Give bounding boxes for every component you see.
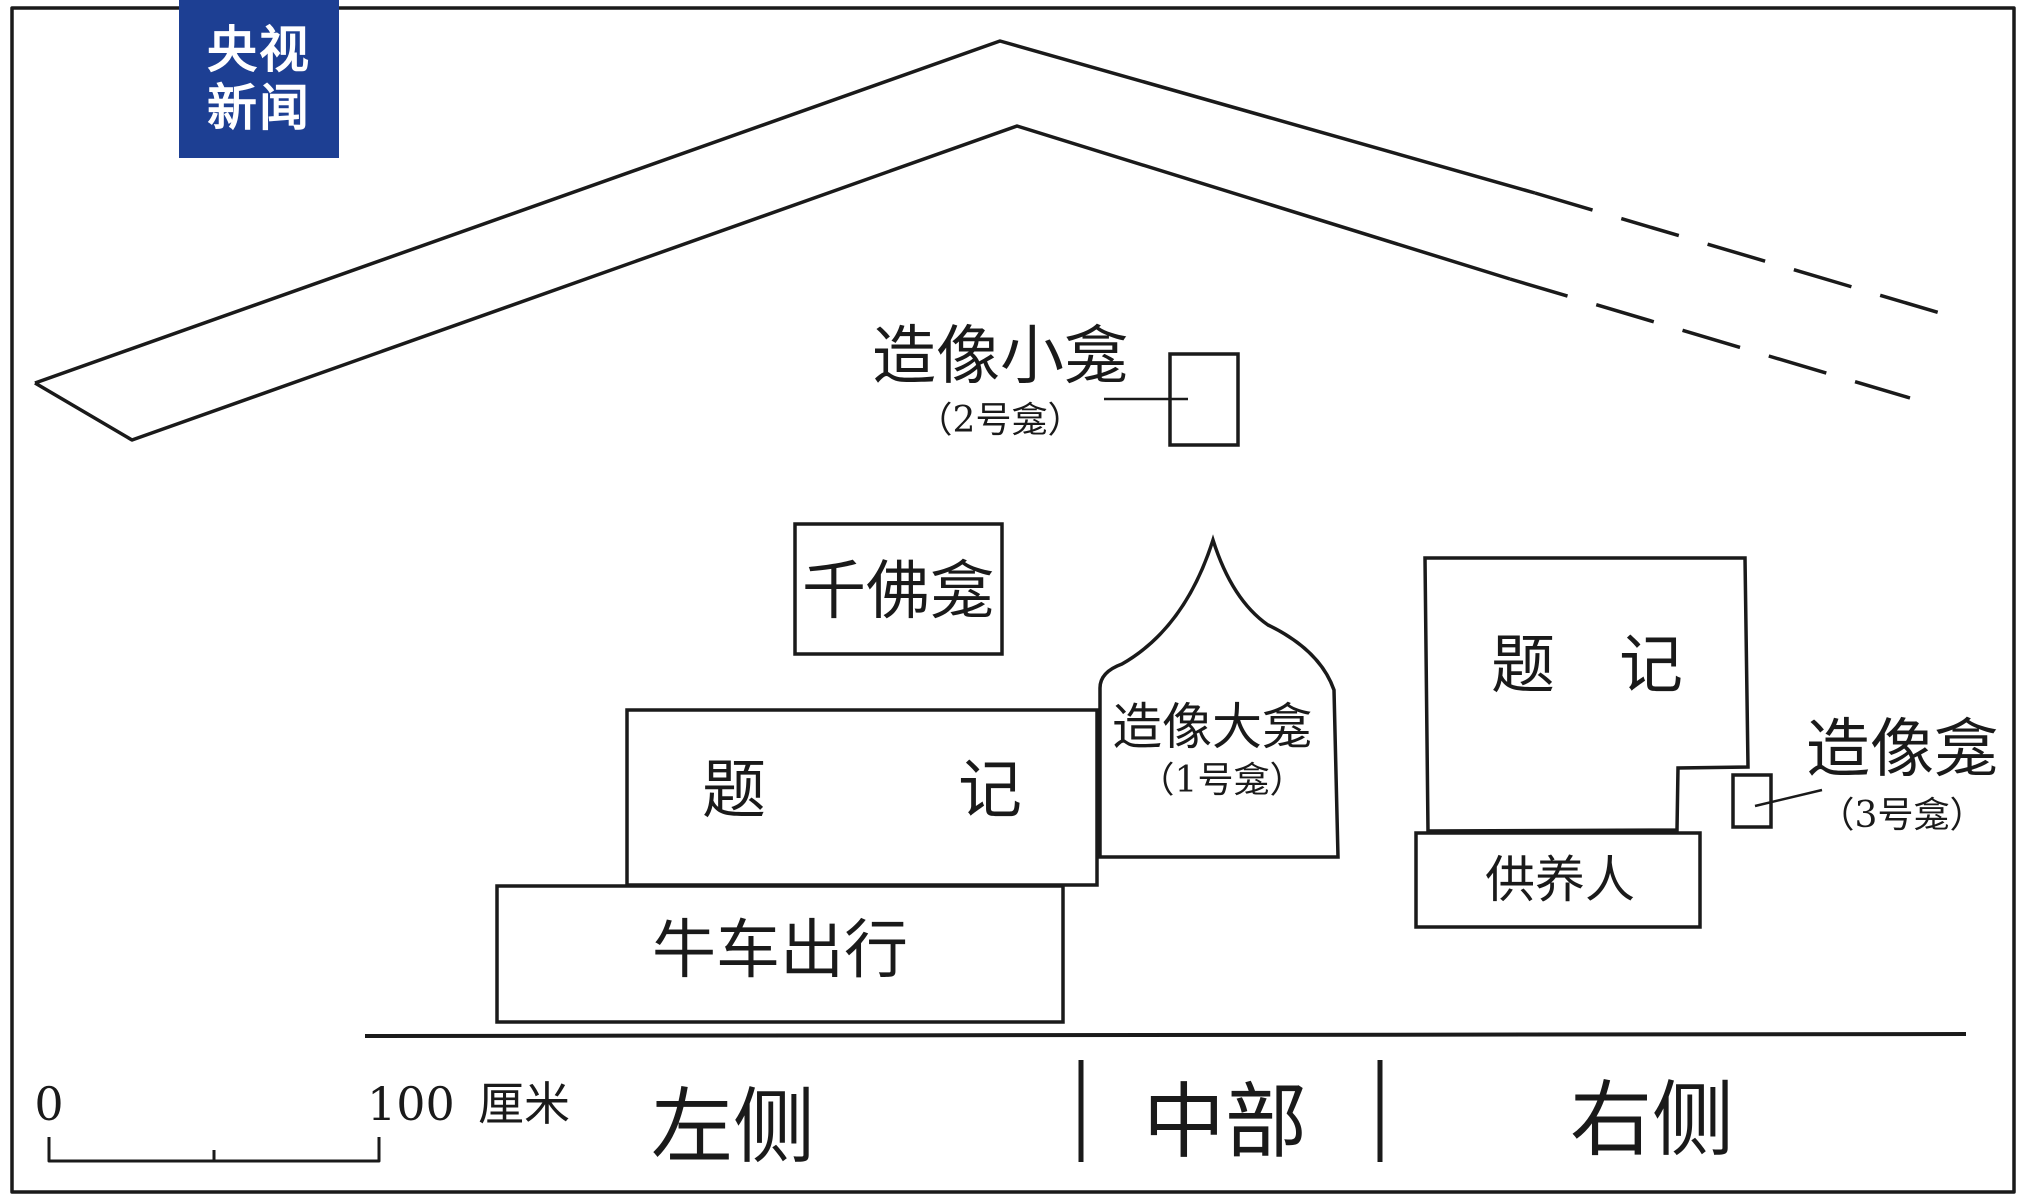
inscription-right-label: 题 记 xyxy=(1491,629,1683,703)
niche-3-number: （3号龛） xyxy=(1819,795,1986,836)
niche-3-label: 造像龛 xyxy=(1806,713,1998,787)
roof-inner-line xyxy=(34,124,1511,442)
scale-unit-label: 厘米 xyxy=(478,1077,570,1131)
roof-outer-line xyxy=(34,39,1536,385)
thousand-buddha-label: 千佛龛 xyxy=(802,555,994,629)
donor-label: 供养人 xyxy=(1485,851,1635,909)
scale-zero-label: 0 xyxy=(34,1077,63,1131)
small-niche-label: 造像小龛 xyxy=(872,320,1128,394)
cctv-news-logo: 央视 新闻 xyxy=(179,0,339,158)
big-niche-1-shape xyxy=(1098,534,1340,859)
donor-box xyxy=(1414,831,1702,929)
big-niche-number: （1号龛） xyxy=(1139,760,1306,801)
scale-hundred-label: 100 xyxy=(367,1077,455,1131)
logo-line-1: 央视 xyxy=(207,21,311,79)
inscription-left-box xyxy=(625,708,1099,887)
ox-cart-box xyxy=(495,884,1065,1024)
ox-cart-label: 牛车出行 xyxy=(652,914,908,988)
inscription-right-box xyxy=(1423,556,1750,833)
section-middle-label: 中部 xyxy=(1143,1075,1307,1170)
ground-line xyxy=(364,1032,1967,1038)
roof-outer-dashed xyxy=(1534,191,1941,315)
logo-line-2: 新闻 xyxy=(207,79,311,137)
small-niche-number: （2号龛） xyxy=(917,400,1084,441)
niche-3-box xyxy=(1731,773,1773,829)
section-left-label: 左侧 xyxy=(651,1080,815,1175)
outer-frame xyxy=(10,6,2016,1194)
section-right-label: 右侧 xyxy=(1570,1073,1734,1168)
roof-inner-dashed xyxy=(1509,277,1911,400)
big-niche-label: 造像大龛 xyxy=(1112,698,1312,756)
thousand-buddha-box xyxy=(793,522,1004,656)
inscription-left-label: 题 记 xyxy=(702,754,1022,828)
niche-3-leader-line xyxy=(1754,788,1823,808)
